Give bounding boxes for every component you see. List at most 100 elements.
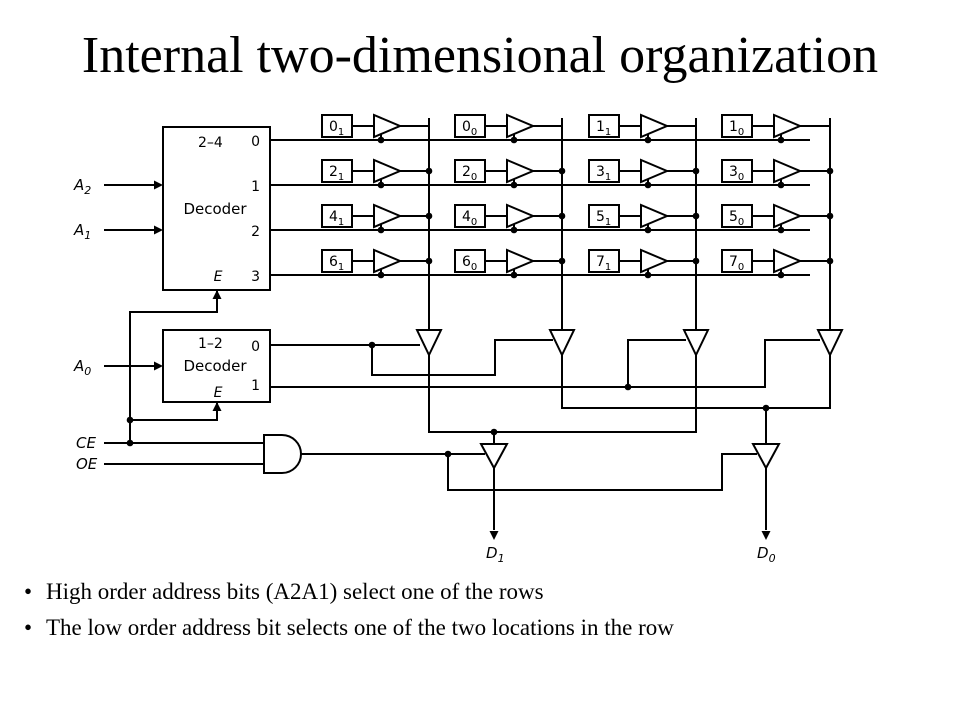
memory-cell-label: 01 — [329, 119, 344, 138]
tristate-buffer — [373, 248, 403, 274]
memory-cell — [321, 114, 353, 138]
memory-cell-label: 60 — [462, 254, 477, 273]
input-a1-label: A1 — [73, 221, 91, 242]
junction-dot — [762, 404, 770, 412]
column-select-buffer — [816, 329, 844, 358]
tristate-buffer — [373, 113, 403, 139]
junction-dot — [624, 383, 632, 391]
memory-cell — [588, 159, 620, 183]
bullet-text: High order address bits (A2A1) select on… — [46, 579, 544, 604]
bullet-marker: • — [24, 615, 33, 640]
decoder-2-4-output-label: 2 — [251, 224, 260, 240]
tristate-buffer — [506, 248, 536, 274]
junction-dot — [490, 428, 498, 436]
junction-dot — [558, 167, 566, 175]
memory-cell — [321, 249, 353, 273]
junction-dot — [126, 439, 134, 447]
bullet-marker: • — [24, 579, 33, 604]
memory-cell-label: 11 — [596, 119, 611, 138]
arrow-head — [212, 402, 222, 411]
arrow-head — [761, 531, 771, 540]
junction-dot — [644, 271, 652, 279]
decoder-2-4-output-label: 1 — [251, 179, 260, 195]
column-select-wire — [371, 339, 553, 376]
input-ce-label: CE — [76, 434, 96, 452]
output-d1-label: D1 — [486, 544, 505, 565]
memory-cell-label: 21 — [329, 164, 344, 183]
input-a2-label: A2 — [73, 176, 91, 197]
arrow-head — [212, 290, 222, 299]
bullet-item: • High order address bits (A2A1) select … — [24, 578, 944, 614]
junction-dot — [644, 226, 652, 234]
memory-cell — [721, 159, 753, 183]
tristate-buffer — [373, 203, 403, 229]
memory-cell — [454, 249, 486, 273]
junction-dot — [425, 212, 433, 220]
tristate-buffer — [640, 158, 670, 184]
column-select-wire — [627, 339, 686, 387]
junction-dot — [510, 136, 518, 144]
junction-dot — [826, 167, 834, 175]
junction-dot — [510, 226, 518, 234]
junction-dot — [777, 226, 785, 234]
memory-cell — [321, 159, 353, 183]
input-oe-label: OE — [76, 455, 98, 473]
memory-cell — [721, 114, 753, 138]
junction-dots — [126, 136, 834, 458]
memory-cell-label: 31 — [596, 164, 611, 183]
memory-cell-label: 10 — [729, 119, 744, 138]
and-gate — [263, 434, 302, 474]
junction-dot — [377, 271, 385, 279]
arrow-head — [489, 531, 499, 540]
tristate-buffer — [773, 203, 803, 229]
junction-dot — [777, 271, 785, 279]
decoder-2-4-name: 2–4 — [198, 135, 223, 151]
memory-cell-label: 00 — [462, 119, 477, 138]
decoder-1-2-enable: E — [214, 385, 223, 401]
bullet-text: The low order address bit selects one of… — [46, 615, 674, 640]
memory-cell — [454, 114, 486, 138]
memory-cell — [721, 249, 753, 273]
output-enable-wire — [447, 453, 757, 491]
ce-to-decoder-1-2-wire — [130, 402, 218, 421]
arrow-head — [154, 180, 163, 190]
junction-dot — [692, 257, 700, 265]
bullet-item: • The low order address bit selects one … — [24, 614, 944, 650]
tristate-buffer — [640, 203, 670, 229]
junction-dot — [558, 212, 566, 220]
arrow-head — [154, 361, 163, 371]
data-out-bus-0 — [561, 355, 831, 409]
input-a0-label: A0 — [73, 357, 91, 378]
column-select-wire — [628, 339, 820, 388]
column-select-buffer — [682, 329, 710, 358]
output-buffer-d1 — [479, 443, 509, 471]
tristate-buffer — [773, 248, 803, 274]
junction-dot — [826, 257, 834, 265]
decoder-1-2 — [162, 329, 271, 403]
output-d0-label: D0 — [757, 544, 776, 565]
column-select-buffer — [548, 329, 576, 358]
junction-dot — [368, 341, 376, 349]
junction-dot — [692, 167, 700, 175]
tristate-buffer — [506, 203, 536, 229]
junction-dot — [377, 136, 385, 144]
memory-cell-label: 71 — [596, 254, 611, 273]
memory-cell-label: 70 — [729, 254, 744, 273]
memory-cell — [454, 159, 486, 183]
memory-cell-label: 40 — [462, 209, 477, 228]
tristate-buffer — [373, 158, 403, 184]
junction-dot — [510, 181, 518, 189]
decoder-1-2-output-label: 0 — [251, 339, 260, 355]
junction-dot — [692, 212, 700, 220]
memory-cell-label: 30 — [729, 164, 744, 183]
junction-dot — [444, 450, 452, 458]
memory-cell — [588, 204, 620, 228]
junction-dot — [644, 181, 652, 189]
arrow-head — [154, 225, 163, 235]
junction-dot — [510, 271, 518, 279]
junction-dot — [558, 257, 566, 265]
tristate-buffer — [773, 113, 803, 139]
junction-dot — [425, 167, 433, 175]
memory-cell-label: 61 — [329, 254, 344, 273]
